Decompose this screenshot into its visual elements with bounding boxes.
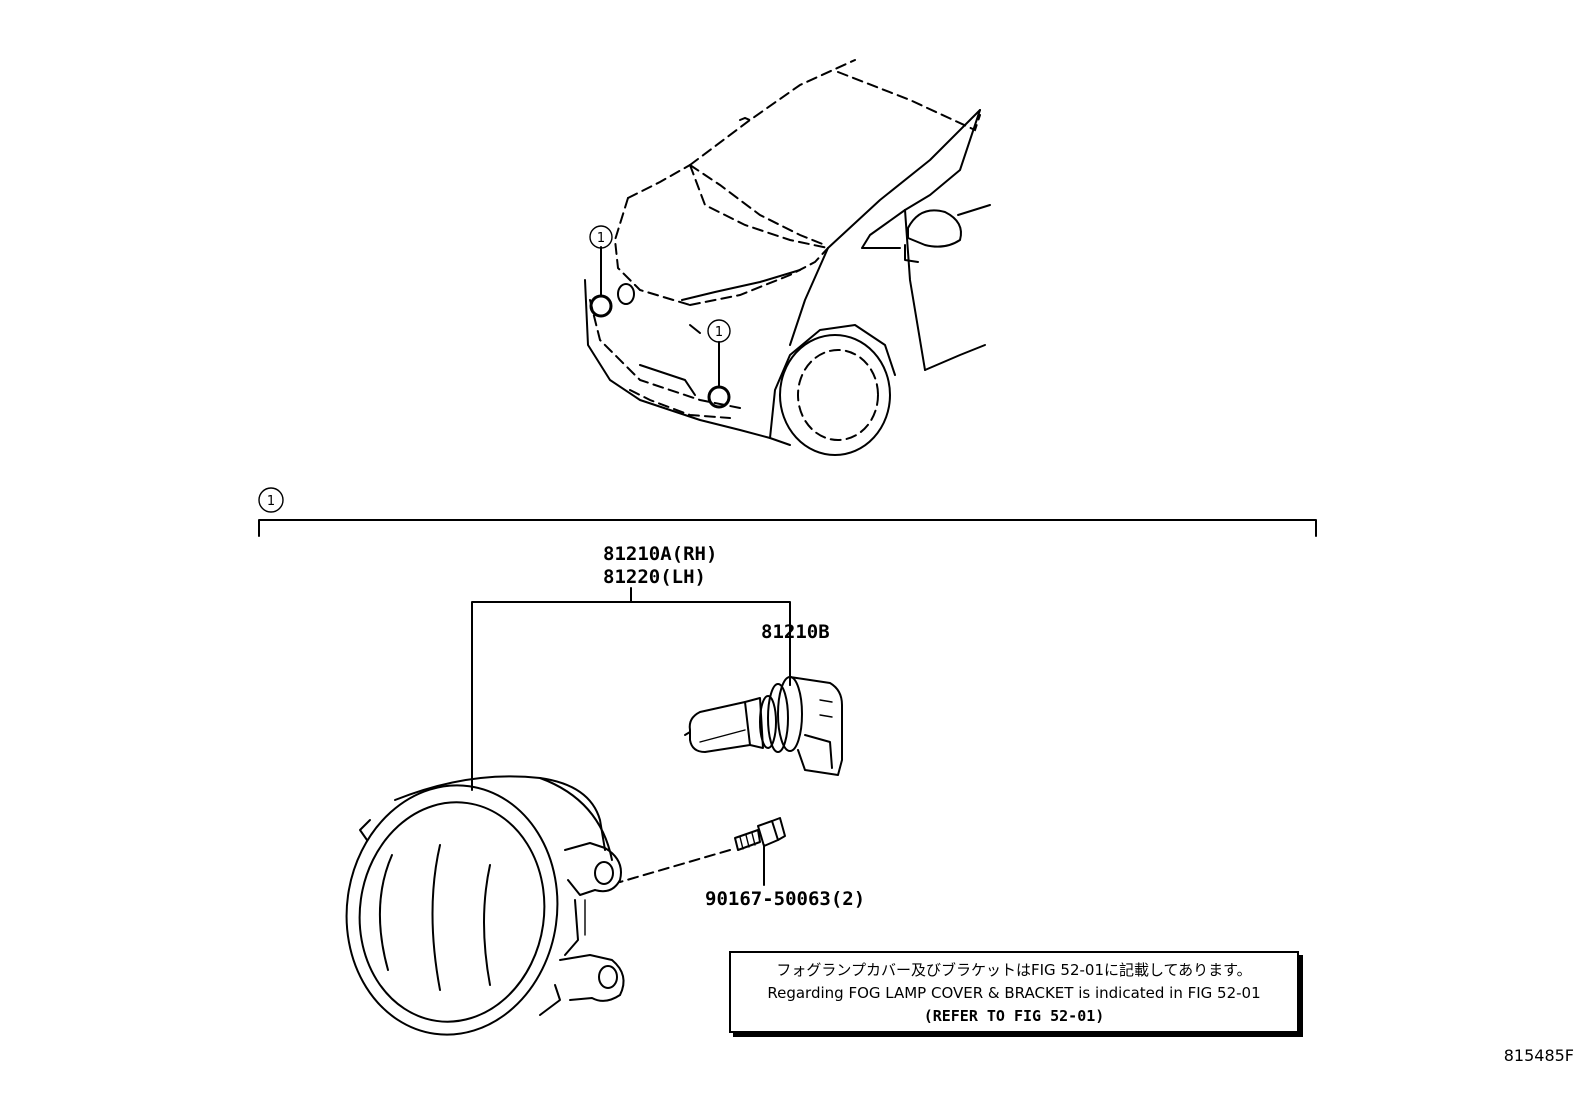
part-number-assembly-lh: 81220(LH) [603,566,706,588]
part-number-bulb: 81210B [761,621,830,643]
note-english: Regarding FOG LAMP COVER & BRACKET is in… [767,984,1261,1002]
screw-illustration [619,817,786,883]
callout-1-label-b: 1 [715,325,723,340]
group-callout-label: 1 [267,494,275,509]
callout-1-label-a: 1 [597,231,605,246]
bulb-illustration [684,676,843,776]
note-reference: (REFER TO FIG 52-01) [923,1007,1105,1025]
reference-note-box: フォグランプカバー及びブラケットはFIG 52-01に記載してあります。 Reg… [729,951,1299,1033]
part-number-screw: 90167-50063(2) [705,888,865,910]
car-front-illustration [584,59,991,456]
group-callout-circle [258,487,284,513]
note-japanese: フォグランプカバー及びブラケットはFIG 52-01に記載してあります。 [776,961,1252,979]
group-bracket [258,519,1317,537]
assembly-leader [471,587,791,791]
fog-lamp-illustration [345,775,625,1036]
figure-id: 815485F [1503,1046,1574,1065]
part-number-assembly-rh: 81210A(RH) [603,543,717,565]
